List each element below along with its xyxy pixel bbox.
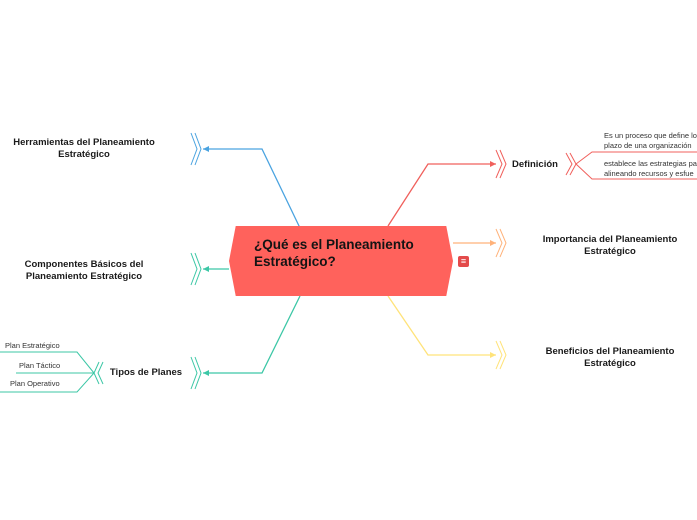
arrow-tipos xyxy=(203,370,209,376)
chevron-tipos-right[interactable] xyxy=(190,356,202,390)
leaf-plan-operativo[interactable]: Plan Operativo xyxy=(10,379,60,388)
connector-beneficios xyxy=(387,295,496,356)
central-topic-shape[interactable] xyxy=(229,226,453,296)
chevron-importancia[interactable] xyxy=(495,228,507,258)
chevron-componentes[interactable] xyxy=(190,252,202,286)
connector-herramientas xyxy=(203,148,301,229)
leaf-definicion-2[interactable]: establece las estrategias pa alineando r… xyxy=(604,159,697,178)
connector-definicion xyxy=(387,163,496,227)
tipos-sub-connectors xyxy=(0,351,95,393)
branch-beneficios[interactable]: Beneficios del Planeamiento Estratégico xyxy=(545,346,675,369)
definicion-sub-connectors xyxy=(575,151,697,180)
notes-icon[interactable]: ≡ xyxy=(458,256,469,267)
arrow-herramientas xyxy=(203,146,209,152)
leaf-plan-estrategico[interactable]: Plan Estratégico xyxy=(5,341,60,350)
arrow-importancia xyxy=(490,240,496,246)
arrow-definicion xyxy=(490,161,496,167)
chevron-beneficios[interactable] xyxy=(495,340,507,370)
leaf-definicion-1[interactable]: Es un proceso que define lo plazo de una… xyxy=(604,131,697,150)
branch-herramientas[interactable]: Herramientas del Planeamiento Estratégic… xyxy=(13,137,155,160)
chevron-herramientas[interactable] xyxy=(190,132,202,166)
branch-componentes[interactable]: Componentes Básicos del Planeamiento Est… xyxy=(24,259,144,282)
leaf-plan-tactico[interactable]: Plan Táctico xyxy=(19,361,61,370)
branch-definicion[interactable]: Definición xyxy=(512,159,558,170)
chevron-tipos[interactable] xyxy=(93,361,104,385)
arrow-componentes xyxy=(203,266,209,272)
arrow-beneficios xyxy=(490,352,496,358)
chevron-definicion[interactable] xyxy=(495,149,507,179)
branch-tipos[interactable]: Tipos de Planes xyxy=(109,367,183,378)
central-topic-title[interactable]: ¿Qué es el Planeamiento Estratégico? xyxy=(254,237,414,269)
branch-importancia[interactable]: Importancia del Planeamiento Estratégico xyxy=(542,234,678,257)
connector-tipos xyxy=(203,295,301,374)
chevron-definicion-right[interactable] xyxy=(565,152,577,176)
